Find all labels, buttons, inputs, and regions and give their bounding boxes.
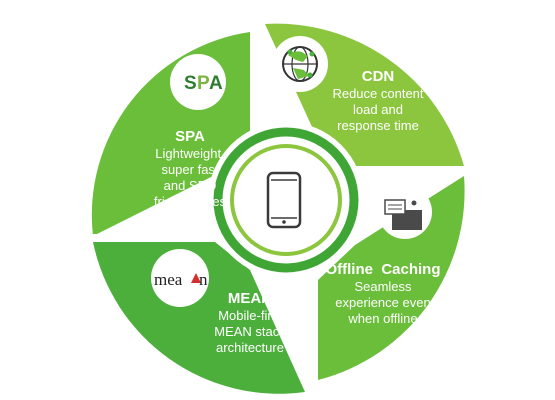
segment-spa-title: SPA <box>175 128 205 145</box>
segment-cdn-desc-1: Reduce content <box>332 86 424 101</box>
browser-cache-icon <box>378 185 432 239</box>
segment-mean <box>93 242 305 394</box>
svg-text:S: S <box>184 73 197 94</box>
segment-offline-desc-1: Seamless <box>354 279 412 294</box>
smartphone-icon <box>266 171 302 229</box>
svg-text:P: P <box>197 73 210 94</box>
segment-offline-desc-2: experience even <box>335 295 431 310</box>
segment-spa-label: SPA Lightweight, super fast and SEO frie… <box>120 128 260 210</box>
segment-spa-desc-2: super fast <box>161 162 219 177</box>
segment-offline-title: Offline Caching <box>325 261 441 278</box>
segment-mean-label: MEAN Mobile-first MEAN stack architectur… <box>200 290 300 356</box>
mean-logo: mea n <box>151 249 209 307</box>
segment-cdn-title: CDN <box>361 68 395 85</box>
segment-offline-label: Offline Caching Seamless experience even… <box>322 261 444 327</box>
segment-mean-desc-1: Mobile-first <box>218 308 282 323</box>
hub-ring <box>213 127 359 273</box>
segment-spa-desc-4: friendly sites <box>153 194 227 209</box>
svg-text:mea: mea <box>154 270 183 289</box>
segment-mean-desc-3: architecture <box>216 340 284 355</box>
svg-text:n: n <box>199 270 208 289</box>
segment-spa-desc-3: and SEO <box>163 178 217 193</box>
svg-text:A: A <box>209 73 223 94</box>
segment-offline-desc-3: when offline <box>348 311 418 326</box>
segment-cdn-desc-2: load and <box>353 102 403 117</box>
hub-inner-ring <box>230 144 342 256</box>
segment-cdn-label: CDN Reduce content load and response tim… <box>318 68 438 134</box>
globe-network-icon <box>272 36 328 92</box>
segment-spa-desc-1: Lightweight, <box>155 146 225 161</box>
segment-mean-desc-2: MEAN stack <box>214 324 286 339</box>
segment-cdn-desc-3: response time <box>337 118 419 133</box>
segment-mean-title: MEAN <box>227 290 273 307</box>
segment-offline <box>318 176 465 380</box>
spa-logo: S P A <box>170 54 226 110</box>
